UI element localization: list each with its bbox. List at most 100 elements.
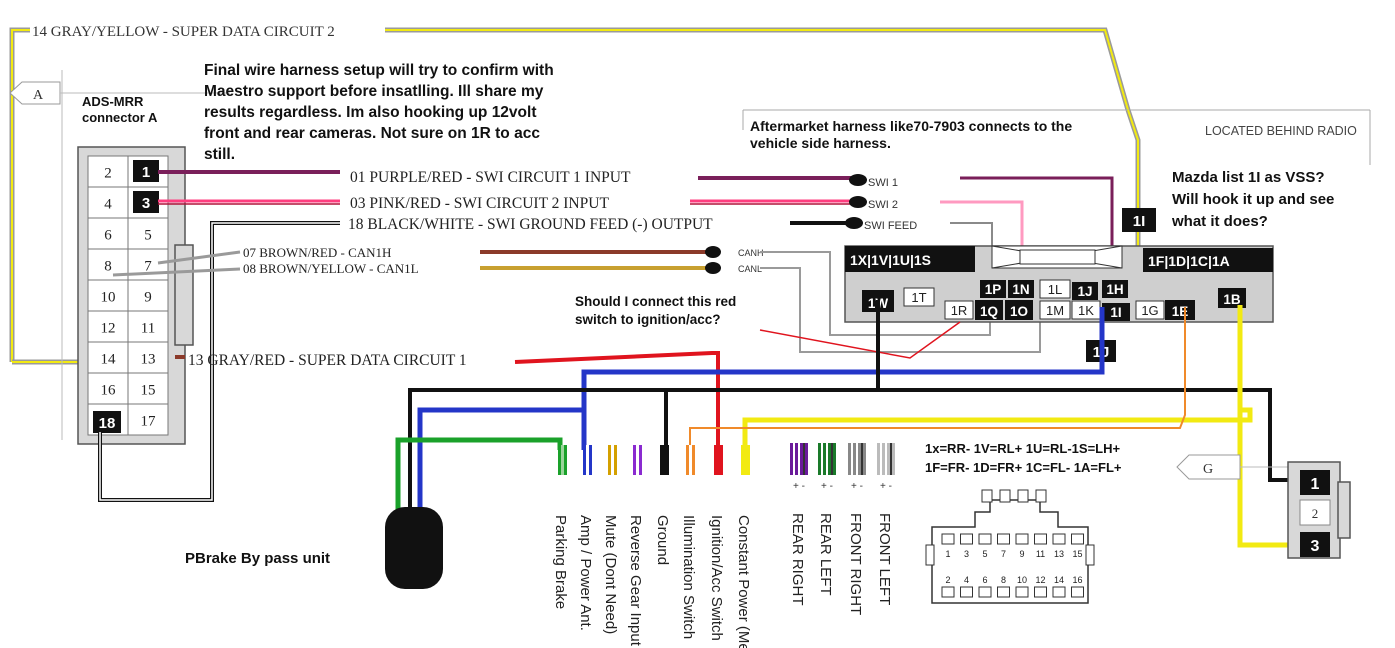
plug-cell-bottom	[1071, 586, 1084, 598]
connector-a-cell	[127, 310, 169, 343]
radio-wire-label: Parking Brake	[552, 515, 569, 609]
connector-a-pin-label: 15	[141, 383, 156, 399]
wire-red-ign	[514, 351, 720, 460]
svg-text:1I: 1I	[1110, 305, 1121, 320]
vehicle-pin-1t	[903, 287, 935, 307]
svg-text:front and rear cameras. Not su: front and rear cameras. Not sure on 1R t…	[204, 125, 540, 142]
vehicle-pin-1q	[975, 300, 1003, 320]
connector-a-pin-label: 12	[101, 321, 116, 337]
plug-number: 6	[982, 575, 987, 585]
plug-cell-top	[941, 533, 955, 545]
connector-a-cell	[87, 310, 129, 343]
connector-a-pin-label: 6	[104, 228, 112, 244]
speaker-legend-1: 1x=RR- 1V=RL+ 1U=RL-1S=LH+	[925, 441, 1120, 456]
located-label: LOCATED BEHIND RADIO	[1205, 124, 1357, 138]
connector-g: 1 2 3	[1287, 461, 1351, 559]
vehicle-pin-1n	[1008, 280, 1034, 298]
plug-cell-bottom	[1015, 586, 1029, 598]
connector-a-cell	[127, 403, 169, 436]
connector-title-2: connector A	[82, 110, 158, 125]
svg-text:still.: still.	[204, 146, 235, 163]
connector-a-pin-label: 17	[141, 414, 157, 430]
radio-wire-label: Ignition/Acc Switch	[708, 515, 725, 641]
connector-a-cell	[87, 186, 129, 219]
svg-text:G: G	[1203, 462, 1213, 477]
pin-tag-18	[93, 411, 121, 433]
svg-text:1B: 1B	[1223, 292, 1241, 307]
radio-wire-label: Illumination Switch	[680, 515, 697, 639]
plug-number: 10	[1017, 575, 1027, 585]
plug-cell-bottom	[960, 586, 973, 598]
vehicle-pin-1b	[1218, 288, 1246, 308]
connector-a-cell	[127, 279, 169, 312]
plus-minus-label: + -	[880, 481, 892, 492]
speaker-wire-label: REAR RIGHT	[789, 513, 806, 606]
plus-minus-label: + -	[793, 481, 805, 492]
connector-a-pin-label: 4	[104, 197, 112, 213]
connector-a-cell	[87, 372, 129, 405]
connector-a-cell	[87, 341, 129, 374]
speaker-wire-label: REAR LEFT	[817, 513, 834, 596]
wire-yellow-constant	[742, 305, 1253, 450]
connector-a-cell	[87, 279, 129, 312]
svg-text:1L: 1L	[1048, 282, 1062, 297]
note-vss-1: Mazda list 1I as VSS?	[1172, 169, 1325, 186]
radio-wire-label: Reverse Gear Input	[627, 515, 644, 647]
plug-number: 5	[982, 549, 987, 559]
connector-title-1: ADS-MRR	[82, 94, 144, 109]
speaker-wire-label: FRONT RIGHT	[847, 513, 864, 615]
radio-wire-stub	[741, 445, 750, 475]
svg-text:1N: 1N	[1012, 282, 1029, 297]
connector-a-cell	[127, 372, 169, 405]
connector-g-tag: G	[1176, 454, 1241, 480]
svg-text:results regardless. Im also ho: results regardless. Im also hooking up 1…	[204, 104, 537, 121]
plug-cell-top	[1052, 533, 1066, 545]
connector-a-tag-label: A	[33, 88, 44, 103]
swifeed-label: SWI FEED	[864, 220, 917, 232]
wire-14-gray-yellow	[9, 27, 1131, 365]
pbrake-label: PBrake By pass unit	[185, 550, 330, 567]
plug-number: 1	[945, 549, 950, 559]
radio-wire-label: Amp / Power Ant.	[577, 515, 594, 631]
wire-13-label: 13 GRAY/RED - SUPER DATA CIRCUIT 1	[188, 352, 467, 369]
radio-wire-label: Constant Power (Mem	[735, 515, 752, 648]
plug-number: 13	[1054, 549, 1064, 559]
conn-g-pin-2: 2	[1312, 506, 1319, 521]
svg-text:1O: 1O	[1010, 304, 1028, 319]
svg-text:Final wire harness setup will: Final wire harness setup will try to con…	[204, 62, 554, 79]
pin-tag-18-label: 18	[99, 415, 116, 432]
plug-cell-bottom	[941, 586, 955, 598]
pin-tag-3	[133, 191, 159, 213]
plug-number: 9	[1019, 549, 1024, 559]
plug-cell-top	[997, 533, 1010, 545]
plug-cell-bottom	[997, 586, 1010, 598]
svg-text:1J: 1J	[1077, 284, 1092, 299]
plug-number: 3	[964, 549, 969, 559]
vehicle-pin-1r	[944, 300, 974, 320]
connector-a-cell	[127, 341, 169, 374]
plug-cell-bottom	[1052, 586, 1066, 598]
connector-a-cell	[87, 217, 129, 250]
speaker-legend-2: 1F=FR- 1D=FR+ 1C=FL- 1A=FL+	[925, 460, 1122, 475]
note-aftermarket-1: Aftermarket harness like70-7903 connects…	[750, 118, 1072, 134]
vehicle-pin-1m	[1039, 300, 1071, 320]
canl-label: CANL	[738, 264, 762, 274]
note-red-switch-2: switch to ignition/acc?	[575, 312, 721, 327]
plus-minus-label: + -	[821, 481, 833, 492]
pin-tag-1	[133, 160, 159, 182]
vehicle-left-group: 1X|1V|1U|1S	[850, 252, 931, 268]
wire-8-label: 08 BROWN/YELLOW - CAN1L	[243, 261, 419, 276]
note-aftermarket-2: vehicle side harness.	[750, 135, 891, 151]
connector-a-pin-label: 16	[101, 383, 117, 399]
svg-text:1K: 1K	[1078, 303, 1094, 318]
vehicle-pin-1p	[980, 280, 1006, 298]
wire-1-label: 01 PURPLE/RED - SWI CIRCUIT 1 INPUT	[350, 169, 631, 186]
top-wire-label: 14 GRAY/YELLOW - SUPER DATA CIRCUIT 2	[32, 24, 335, 40]
speaker-wire-stubs: + -+ -+ -+ -	[790, 443, 895, 492]
connector-a-pin-label: 14	[101, 352, 117, 368]
